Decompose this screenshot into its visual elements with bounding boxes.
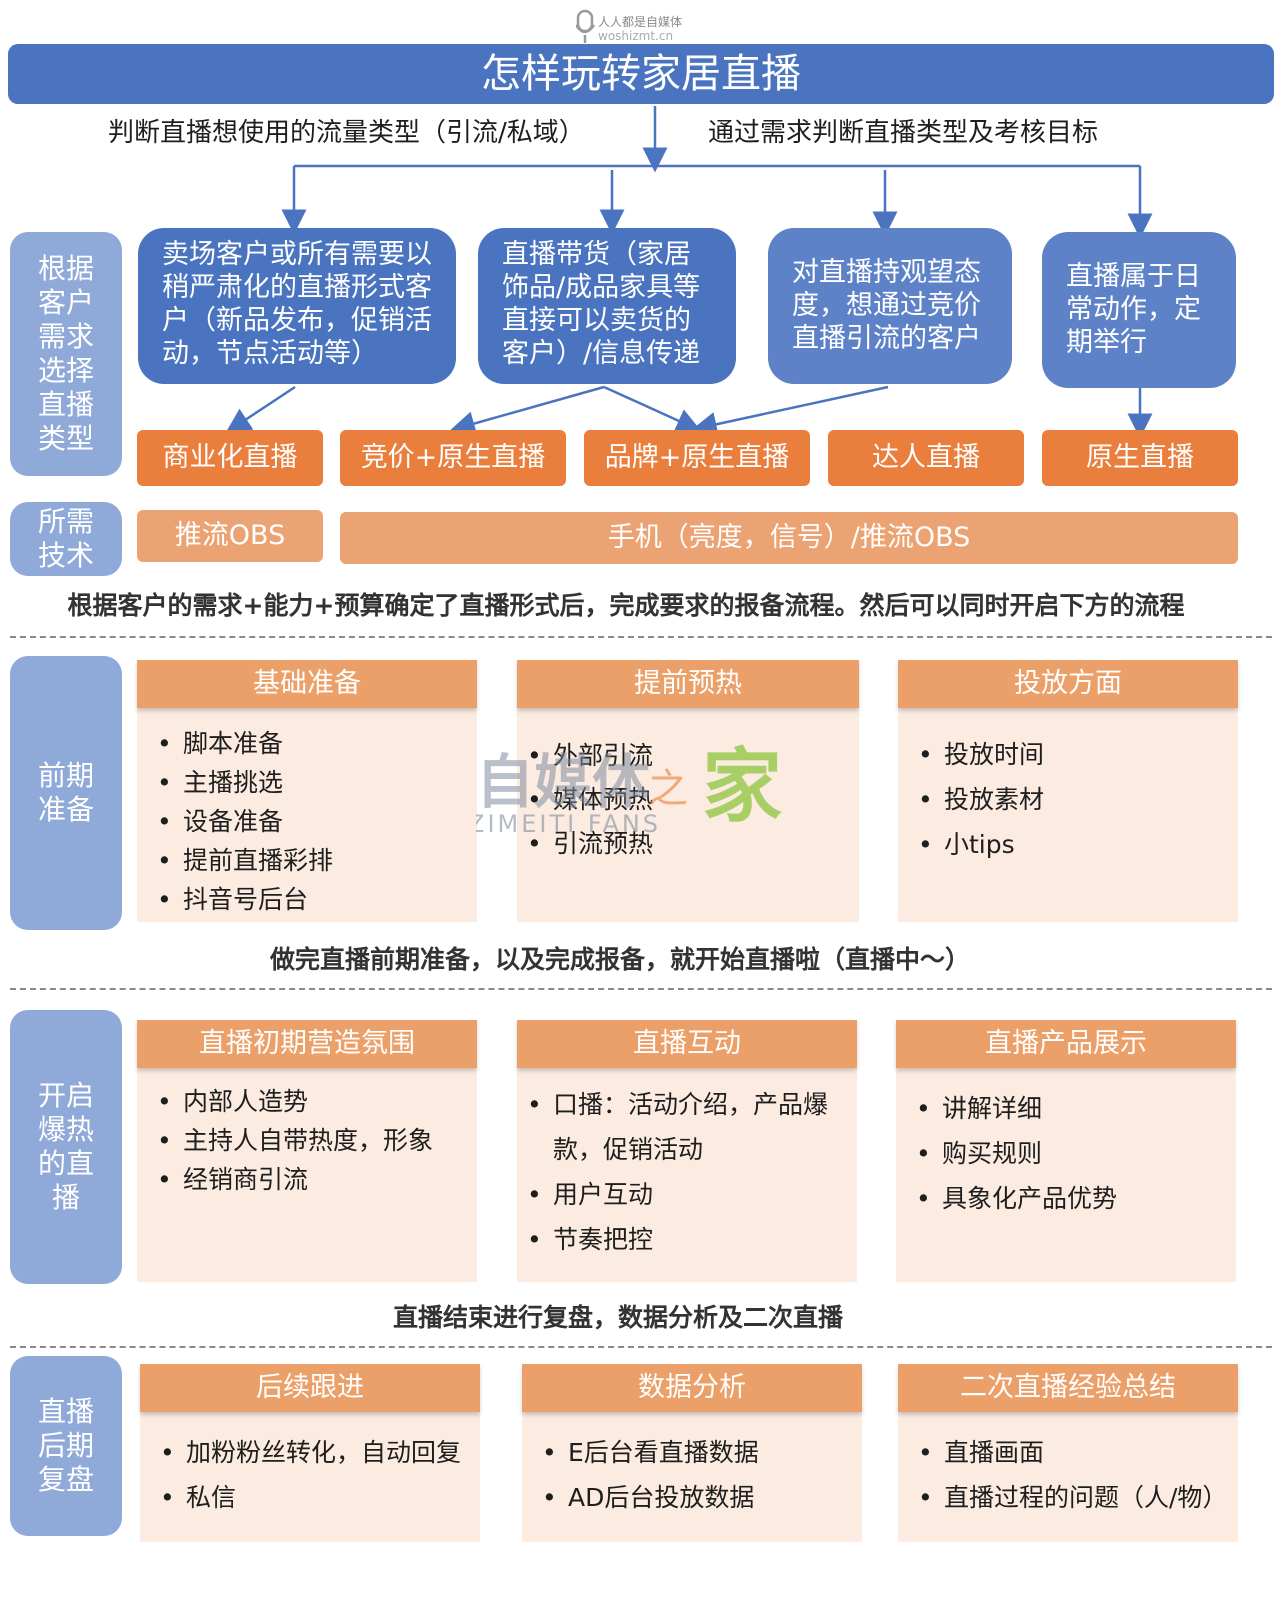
type-brand-native-live: 品牌+原生直播 <box>584 430 810 486</box>
top-watermark: 人人都是自媒体 woshizmt.cn <box>574 9 706 47</box>
list-item: 加粉粉丝转化，自动回复 <box>160 1430 470 1475</box>
list-item: E后台看直播数据 <box>542 1430 852 1475</box>
card-title: 提前预热 <box>517 660 859 708</box>
svg-text:家: 家 <box>702 740 782 833</box>
note-review: 直播结束进行复盘，数据分析及二次直播 <box>392 1303 843 1332</box>
list-item: 具象化产品优势 <box>916 1176 1226 1221</box>
note-report-process: 根据客户的需求+能力+预算确定了直播形式后，完成要求的报备流程。然后可以同时开启… <box>67 591 1185 620</box>
card-title: 二次直播经验总结 <box>898 1364 1238 1412</box>
type-commercial-live: 商业化直播 <box>137 430 323 486</box>
type-bidding-native-live: 竞价+原生直播 <box>340 430 566 486</box>
watermark-line2: woshizmt.cn <box>598 29 674 43</box>
watermark-line1: 人人都是自媒体 <box>598 15 683 29</box>
list-item: 投放时间 <box>918 732 1228 777</box>
divider-3 <box>10 1346 1272 1348</box>
card-interaction: 直播互动 口播：活动介绍，产品爆款，促销活动 用户互动 节奏把控 <box>517 1020 857 1282</box>
card-product-display: 直播产品展示 讲解详细 购买规则 具象化产品优势 <box>896 1020 1236 1282</box>
list-item: 直播画面 <box>918 1430 1234 1475</box>
card-second-live-summary: 二次直播经验总结 直播画面 直播过程的问题（人/物） <box>898 1364 1238 1542</box>
list-item: 设备准备 <box>157 802 467 841</box>
card-data-analysis: 数据分析 E后台看直播数据 AD后台投放数据 <box>522 1364 862 1542</box>
card-title: 基础准备 <box>137 660 477 708</box>
center-watermark: 自媒体 之 家 ZIMEITI FANS <box>468 738 806 848</box>
card-title: 直播初期营造氛围 <box>137 1020 477 1068</box>
list-item: 用户互动 <box>527 1172 843 1217</box>
card-ad-placement: 投放方面 投放时间 投放素材 小tips <box>898 660 1238 922</box>
list-item: 提前直播彩排 <box>157 841 467 880</box>
list-item: 外部引流 <box>527 734 849 778</box>
left-subtitle: 判断直播想使用的流量类型（引流/私域） <box>108 118 585 148</box>
tech-phone-obs: 手机（亮度，信号）/推流OBS <box>340 512 1238 564</box>
card-preheat: 提前预热 外部引流 媒体预热 引流预热 <box>517 660 859 922</box>
list-item: 引流预热 <box>527 822 849 866</box>
card-basic-prep: 基础准备 脚本准备 主播挑选 设备准备 提前直播彩排 抖音号后台 <box>137 660 477 922</box>
side-label-tech: 所需技术 <box>10 502 122 576</box>
microphone-logo-icon <box>574 9 596 43</box>
card-title: 直播互动 <box>517 1020 857 1068</box>
type-influencer-live: 达人直播 <box>828 430 1024 486</box>
list-item: 直播过程的问题（人/物） <box>918 1475 1234 1520</box>
list-item: 经销商引流 <box>157 1160 467 1199</box>
card-title: 后续跟进 <box>140 1364 480 1412</box>
zimeiti-logo-icon: 自媒体 之 家 ZIMEITI FANS <box>468 740 782 838</box>
card-title: 投放方面 <box>898 660 1238 708</box>
customer-box-ecommerce: 直播带货（家居饰品/成品家具等直接可以卖货的客户）/信息传递 <box>478 228 736 384</box>
customer-box-formal: 卖场客户或所有需要以稍严肃化的直播形式客户（新品发布，促销活动，节点活动等） <box>138 228 456 384</box>
divider-2 <box>10 988 1272 990</box>
list-item: 投放素材 <box>918 777 1228 822</box>
list-item: 主持人自带热度，形象 <box>157 1121 467 1160</box>
side-label-live-type: 根据客户需求选择直播类型 <box>10 232 122 476</box>
list-item: 抖音号后台 <box>157 880 467 919</box>
list-item: 脚本准备 <box>157 724 467 763</box>
list-item: 口播：活动介绍，产品爆款，促销活动 <box>527 1082 843 1172</box>
side-label-prep: 前期准备 <box>10 656 122 930</box>
list-item: 小tips <box>918 822 1228 867</box>
list-item: 主播挑选 <box>157 763 467 802</box>
list-item: 节奏把控 <box>527 1217 843 1262</box>
svg-text:之: 之 <box>648 766 688 812</box>
page-title: 怎样玩转家居直播 <box>8 44 1274 104</box>
customer-box-routine: 直播属于日常动作，定期举行 <box>1042 232 1236 388</box>
watermark-brand-latin: ZIMEITI FANS <box>476 810 661 838</box>
card-title: 直播产品展示 <box>896 1020 1236 1068</box>
side-label-review: 直播后期复盘 <box>10 1356 122 1536</box>
customer-box-bidding: 对直播持观望态度，想通过竞价直播引流的客户 <box>768 228 1012 384</box>
card-title: 数据分析 <box>522 1364 862 1412</box>
card-follow-up: 后续跟进 加粉粉丝转化，自动回复 私信 <box>140 1364 480 1542</box>
list-item: 内部人造势 <box>157 1082 467 1121</box>
right-subtitle: 通过需求判断直播类型及考核目标 <box>708 118 1099 148</box>
watermark-brand-cn: 自媒体 <box>476 748 650 816</box>
note-start-live: 做完直播前期准备，以及完成报备，就开始直播啦（直播中～） <box>269 945 970 974</box>
list-item: 购买规则 <box>916 1131 1226 1176</box>
list-item: 讲解详细 <box>916 1086 1226 1131</box>
flow-connectors <box>225 106 1153 439</box>
tech-obs: 推流OBS <box>137 510 323 562</box>
divider-1 <box>10 636 1272 638</box>
list-item: AD后台投放数据 <box>542 1475 852 1520</box>
card-atmosphere: 直播初期营造氛围 内部人造势 主持人自带热度，形象 经销商引流 <box>137 1020 477 1282</box>
type-native-live: 原生直播 <box>1042 430 1238 486</box>
list-item: 私信 <box>160 1475 470 1520</box>
side-label-live: 开启爆热的直播 <box>10 1010 122 1284</box>
list-item: 媒体预热 <box>527 778 849 822</box>
